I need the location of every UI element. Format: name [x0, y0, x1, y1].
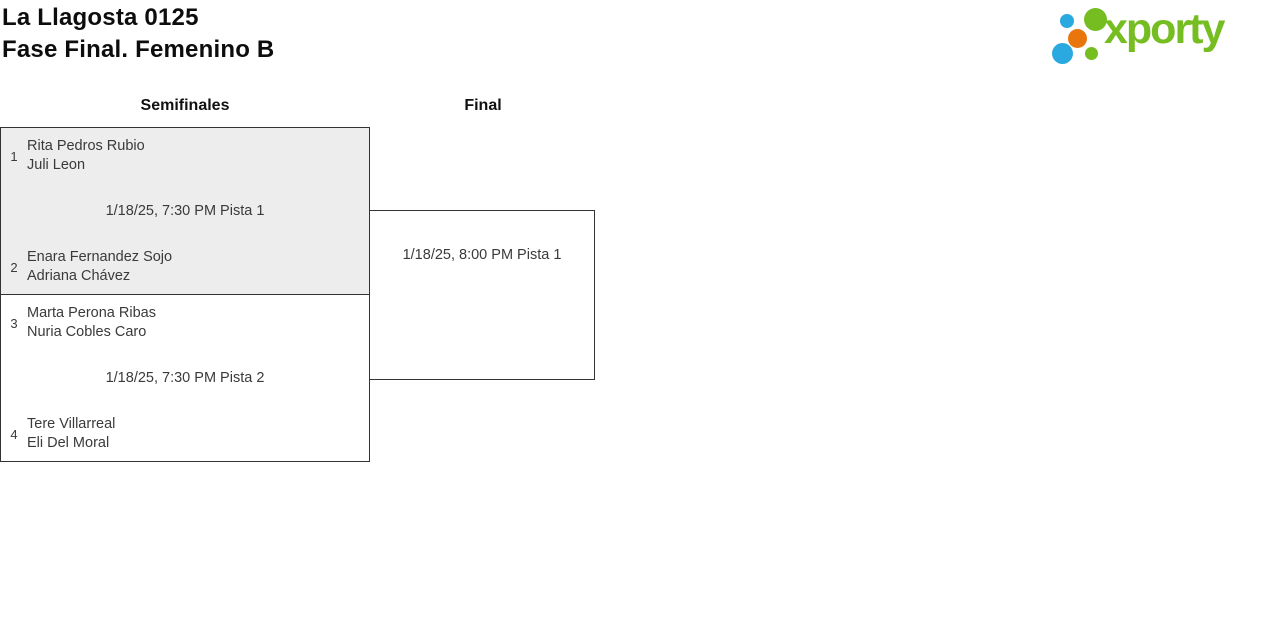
match-semifinal-1: 1 Rita Pedros Rubio Juli Leon 1/18/25, 7…: [0, 127, 370, 295]
player-name: Marta Perona Ribas: [27, 305, 156, 321]
logo-dot-icon: [1084, 8, 1107, 31]
team-slot-4: 4 Tere Villarreal Eli Del Moral: [7, 415, 363, 453]
player-name: Rita Pedros Rubio: [27, 138, 145, 154]
player-name: Juli Leon: [27, 157, 86, 173]
xporty-logo: xporty: [1040, 5, 1280, 71]
player-name: Nuria Cobles Caro: [27, 324, 147, 340]
round-header-final: Final: [464, 97, 502, 114]
team-players: Rita Pedros Rubio Juli Leon: [27, 137, 145, 175]
match-schedule: 1/18/25, 7:30 PM Pista 1: [105, 203, 265, 219]
logo-dot-icon: [1068, 29, 1087, 48]
team-players: Marta Perona Ribas Nuria Cobles Caro: [27, 304, 156, 342]
round-header-semifinals: Semifinales: [140, 97, 230, 114]
team-slot-1: 1 Rita Pedros Rubio Juli Leon: [7, 137, 363, 175]
player-name: Adriana Chávez: [27, 268, 131, 284]
seed-number: 2: [10, 259, 18, 275]
match-schedule: 1/18/25, 7:30 PM Pista 2: [105, 370, 265, 386]
team-slot-2: 2 Enara Fernandez Sojo Adriana Chávez: [7, 248, 363, 286]
title-block: La Llagosta 0125 Fase Final. Femenino B: [2, 2, 274, 66]
page-subtitle: Fase Final. Femenino B: [2, 36, 275, 63]
seed-number: 4: [10, 426, 18, 442]
logo-dot-icon: [1060, 14, 1074, 28]
seed-number: 3: [10, 315, 18, 331]
logo-dot-icon: [1085, 47, 1098, 60]
player-name: Eli Del Moral: [27, 435, 110, 451]
team-players: Tere Villarreal Eli Del Moral: [27, 415, 115, 453]
match-final: 1/18/25, 8:00 PM Pista 1: [369, 210, 595, 380]
team-slot-3: 3 Marta Perona Ribas Nuria Cobles Caro: [7, 304, 363, 342]
player-name: Tere Villarreal: [27, 416, 116, 432]
seed-number: 1: [10, 148, 18, 164]
match-semifinal-2: 3 Marta Perona Ribas Nuria Cobles Caro 1…: [0, 294, 370, 462]
team-players: Enara Fernandez Sojo Adriana Chávez: [27, 248, 172, 286]
player-name: Enara Fernandez Sojo: [27, 249, 173, 265]
match-schedule: 1/18/25, 8:00 PM Pista 1: [402, 247, 562, 263]
logo-wordmark: xporty: [1104, 5, 1225, 53]
logo-dot-icon: [1052, 43, 1073, 64]
page-title: La Llagosta 0125: [2, 4, 199, 31]
